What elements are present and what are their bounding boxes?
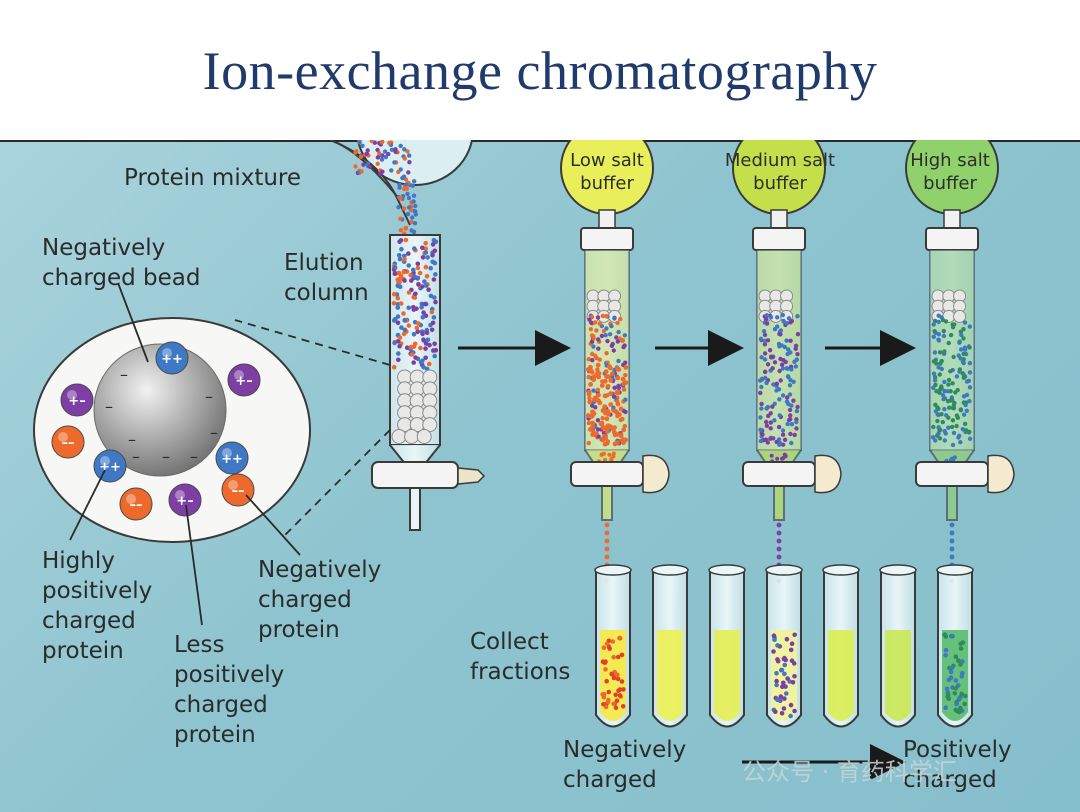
bead-negative-charges: –––––––– xyxy=(105,365,218,466)
label-positively-charged: Positively charged xyxy=(903,737,1012,793)
svg-text:–: – xyxy=(190,447,198,466)
test-tube-1 xyxy=(594,564,632,728)
label-negatively-charged: Negatively charged xyxy=(563,737,687,793)
svg-text:–: – xyxy=(162,447,170,466)
pouring-flask xyxy=(329,140,474,236)
buffer-label-medium: Medium salt buffer xyxy=(724,150,836,194)
svg-text:––: –– xyxy=(130,498,143,513)
svg-text:++: ++ xyxy=(161,352,183,367)
svg-text:–: – xyxy=(120,365,128,384)
buffer-label-low: Low salt buffer xyxy=(570,150,644,194)
chromatography-diagram: –––––––– +++–+–––++++––+––– xyxy=(33,140,1015,780)
buffer-columns xyxy=(560,140,1015,584)
svg-text:++: ++ xyxy=(99,460,121,475)
svg-text:+–: +– xyxy=(235,374,252,389)
svg-text:–: – xyxy=(132,447,140,466)
elution-column-1 xyxy=(371,234,486,531)
test-tube-6 xyxy=(879,564,917,728)
buffer-column-2 xyxy=(732,140,842,584)
label-negative-protein: Negatively charged protein xyxy=(258,557,382,643)
test-tube-5 xyxy=(822,564,860,728)
protein-ions: +++–+–––++++––+––– xyxy=(51,341,261,521)
stopcock-3 xyxy=(742,461,816,487)
stopcock-4 xyxy=(915,461,989,487)
test-tube-2 xyxy=(651,564,689,728)
svg-text:+–: +– xyxy=(68,394,85,409)
stopcock-2 xyxy=(570,461,644,487)
buffer-column-1 xyxy=(560,140,670,584)
label-elution-column: Elution column xyxy=(284,250,369,306)
zoomed-bead-view: –––––––– +++–+–––++++––+––– xyxy=(33,317,311,543)
collection-tubes xyxy=(594,564,974,728)
svg-text:––: –– xyxy=(62,436,75,451)
svg-text:–: – xyxy=(205,387,213,406)
test-tube-4 xyxy=(765,564,803,728)
test-tube-7 xyxy=(936,564,974,728)
buffer-column-3 xyxy=(905,140,1015,584)
test-tube-3 xyxy=(708,564,746,728)
label-less-positive-protein: Less positively charged protein xyxy=(174,632,285,748)
watermark: 公众号 · 育药科学汇 xyxy=(742,758,957,786)
label-highly-positive-protein: Highly positively charged protein xyxy=(42,548,153,664)
label-negatively-charged-bead: Negatively charged bead xyxy=(42,235,201,291)
svg-text:++: ++ xyxy=(221,452,243,467)
label-collect-fractions: Collect fractions xyxy=(470,629,571,685)
svg-text:+–: +– xyxy=(176,494,193,509)
svg-text:–: – xyxy=(105,397,113,416)
page-title: Ion-exchange chromatography xyxy=(202,41,878,101)
svg-text:–: – xyxy=(210,423,218,442)
svg-text:–: – xyxy=(128,430,136,449)
pouring-protein-stream xyxy=(353,140,418,236)
column-1-beads xyxy=(391,237,439,444)
label-protein-mixture: Protein mixture xyxy=(124,165,302,191)
negatively-charged-bead xyxy=(93,343,227,477)
svg-text:––: –– xyxy=(232,484,245,499)
buffer-label-high: High salt buffer xyxy=(910,150,990,194)
stopcock-1 xyxy=(371,461,459,489)
